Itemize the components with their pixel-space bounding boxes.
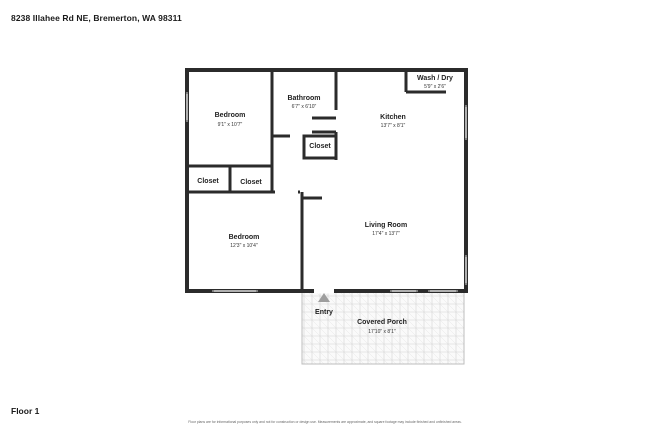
covered-porch-area <box>301 290 465 365</box>
closet-a-name: Closet <box>197 178 219 185</box>
kitchen-name: Kitchen <box>380 114 406 121</box>
door-openings <box>275 189 334 294</box>
bathroom-dims: 6'7" x 6'10" <box>292 104 317 110</box>
entry-arrow-icon <box>318 293 330 302</box>
bedroom2-dims: 12'3" x 10'4" <box>230 243 258 249</box>
hall-closet-name: Closet <box>309 143 331 150</box>
bedroom1-dims: 9'1" x 10'7" <box>218 122 243 128</box>
bedroom1-name: Bedroom <box>215 112 246 119</box>
entry-name: Entry <box>315 309 333 316</box>
living-room-name: Living Room <box>365 222 407 229</box>
window-glass <box>186 94 467 292</box>
wash-dry-dims: 5'9" x 2'6" <box>424 84 446 90</box>
disclaimer-text: Floor plans are for informational purpos… <box>188 420 462 424</box>
bedroom2-name: Bedroom <box>229 234 260 241</box>
interior-walls <box>187 70 446 291</box>
closet-b-name: Closet <box>240 179 262 186</box>
bathroom-name: Bathroom <box>287 95 320 102</box>
property-address: 8238 Illahee Rd NE, Bremerton, WA 98311 <box>11 13 182 23</box>
covered-porch-dims: 17'10" x 8'1" <box>368 329 396 335</box>
kitchen-dims: 13'7" x 8'1" <box>381 123 406 129</box>
floor-label: Floor 1 <box>11 406 40 416</box>
wash-dry-name: Wash / Dry <box>417 75 453 82</box>
exterior-walls <box>185 68 468 293</box>
living-room-dims: 17'4" x 13'7" <box>372 231 400 237</box>
covered-porch-name: Covered Porch <box>357 319 407 326</box>
